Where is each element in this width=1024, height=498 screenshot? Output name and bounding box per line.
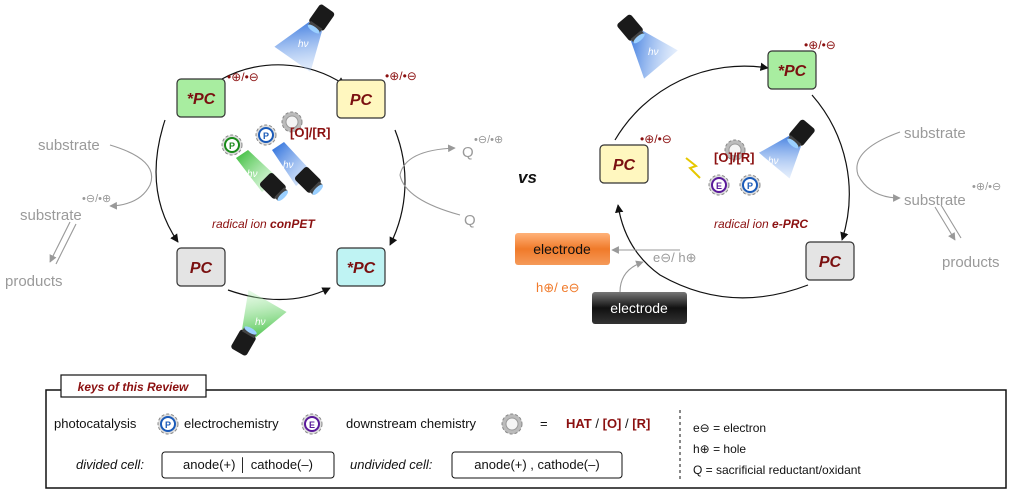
left-lamp-top (274, 3, 336, 72)
svg-text:PC: PC (613, 157, 636, 174)
charge-label: •⊕/•⊖ (385, 69, 417, 83)
key-q: Q = sacrificial reductant/oxidant (693, 463, 861, 477)
key-electrochemistry: electrochemistry (184, 416, 279, 431)
products-label: products (5, 273, 63, 290)
svg-text:PC: PC (350, 92, 373, 109)
hv-label: hν (298, 39, 309, 50)
q-label: Q (464, 212, 476, 229)
photocatalysis-icon: P (739, 174, 761, 196)
pc-box-right: PC (805, 241, 855, 281)
products-label: products (942, 254, 1000, 271)
hv-label: hν (648, 47, 659, 58)
photocatalysis-icon: P (221, 134, 243, 156)
photocatalysis-icon: P (157, 413, 179, 435)
pc-box-top-left: *PC (176, 78, 226, 118)
electrochemistry-icon: E (708, 174, 730, 196)
e-h-label: e⊖/ h⊕ (653, 250, 696, 265)
q-radical-label: Q (462, 144, 474, 161)
svg-text:electrode: electrode (610, 300, 668, 316)
substrate-label: substrate (20, 207, 82, 224)
svg-text:P: P (263, 131, 269, 141)
charge-label: •⊖/•⊕ (82, 193, 111, 205)
left-center-lamps: hν hν P P [O]/[R] (221, 111, 330, 204)
charge-label: •⊕/•⊖ (972, 181, 1001, 193)
pc-box-bottom-left: PC (176, 247, 226, 287)
left-conpet-cycle: hν hν hν hν P P [O]/[R] (5, 3, 503, 357)
electrode-orange: electrode (515, 233, 610, 265)
right-eprc-cycle: hν hν [O]/[R] E P *PC •⊕/•⊖ PC •⊕/•⊖ (515, 13, 1001, 324)
svg-text:*PC: *PC (347, 260, 376, 277)
charge-label: •⊖/•⊕ (474, 134, 503, 146)
svg-text:PC: PC (190, 260, 213, 277)
right-lamp-center (758, 118, 816, 179)
svg-text:P: P (747, 181, 753, 191)
electrode-black: electrode (592, 292, 687, 324)
key-electron: e⊖ = electron (693, 421, 766, 435)
svg-text:*PC: *PC (778, 63, 807, 80)
charge-label: •⊕/•⊖ (640, 132, 672, 146)
hv-label: hν (247, 169, 258, 180)
pc-box-left: PC (599, 144, 649, 184)
hv-label: hν (283, 160, 294, 171)
pc-box-bottom-right: *PC (336, 247, 386, 287)
hv-label: hν (255, 317, 266, 328)
charge-label: •⊕/•⊖ (804, 38, 836, 52)
svg-text:electrode: electrode (533, 241, 591, 257)
h-e-label: h⊕/ e⊖ (536, 280, 579, 295)
hv-label: hν (768, 156, 779, 167)
key-photocatalysis: photocatalysis (54, 416, 137, 431)
pc-box-top-right: PC (336, 79, 386, 119)
svg-text:P: P (229, 141, 235, 151)
right-lamp-top (616, 13, 678, 79)
lightning-icon (685, 157, 701, 179)
substrate-label: substrate (904, 192, 966, 209)
substrate-label: substrate (38, 137, 100, 154)
cycle-caption: radical ion conPET (212, 217, 316, 231)
key-downstream-list: HAT / [O] / [R] (566, 416, 650, 431)
key-divided-cell: divided cell: (76, 457, 144, 472)
keys-legend: keys of this Review photocatalysis P ele… (45, 374, 1007, 489)
key-downstream: downstream chemistry (346, 416, 477, 431)
pc-box-top: *PC (767, 50, 817, 90)
svg-text:P: P (165, 420, 171, 430)
key-equals: = (540, 416, 548, 431)
key-hole: h⊕ = hole (693, 442, 746, 456)
key-divided-box: anode(+) │ cathode(–) (183, 457, 313, 473)
o-r-label: [O]/[R] (714, 150, 754, 165)
o-r-label: [O]/[R] (290, 125, 330, 140)
electrochemistry-icon: E (301, 413, 323, 435)
cycle-caption: radical ion e-PRC (714, 217, 808, 231)
svg-text:E: E (716, 181, 722, 191)
left-lamp-bottom (230, 290, 287, 357)
downstream-gear-icon (501, 413, 523, 435)
photocatalysis-icon: P (255, 124, 277, 146)
key-undivided-cell: undivided cell: (350, 457, 433, 472)
key-undivided-box: anode(+) , cathode(–) (474, 457, 599, 472)
substrate-label: substrate (904, 125, 966, 142)
svg-text:PC: PC (819, 254, 842, 271)
svg-text:*PC: *PC (187, 91, 216, 108)
vs-label: vs (518, 168, 537, 187)
svg-text:E: E (309, 420, 315, 430)
charge-label: •⊕/•⊖ (227, 70, 259, 84)
keys-title: keys of this Review (78, 380, 189, 394)
